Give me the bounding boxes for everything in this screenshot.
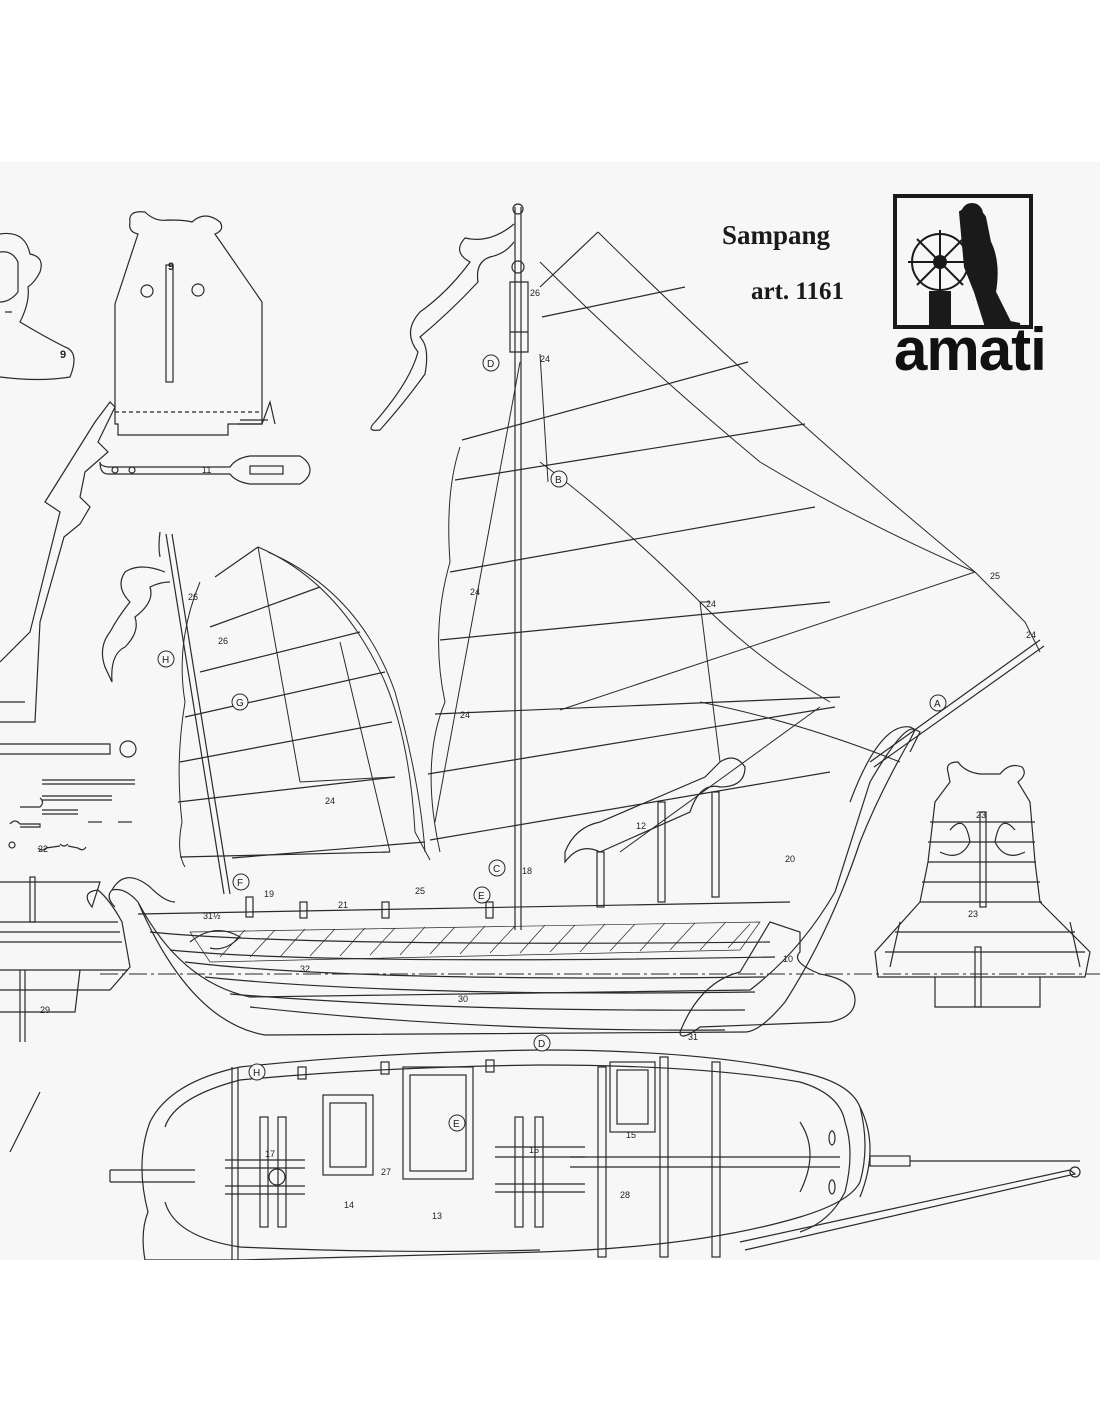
part-label: 24 xyxy=(325,796,335,806)
plan-sheet: 9 9 11 26 26 26 24 24 24 24 24 24 25 25 … xyxy=(0,162,1100,1260)
frame-part-9-left xyxy=(0,232,75,381)
callout-label: E xyxy=(478,891,485,902)
main-pennant xyxy=(370,223,515,431)
part-label: 16 xyxy=(529,1145,539,1155)
part-label: 27 xyxy=(381,1167,391,1177)
brand-logo-frame xyxy=(893,194,1033,329)
display-stand xyxy=(100,921,1100,1037)
bowsprit-boom xyxy=(869,639,1045,768)
part-number-labels: 9 9 11 26 26 26 24 24 24 24 24 24 25 25 … xyxy=(38,261,1036,1221)
model-ship-plan-drawing: 9 9 11 26 26 26 24 24 24 24 24 24 25 25 … xyxy=(0,203,1100,1260)
model-name: Sampang xyxy=(722,220,831,250)
part-label: 17 xyxy=(265,1149,275,1159)
part-label: 22 xyxy=(38,844,48,854)
part-label: 30 xyxy=(458,994,468,1004)
callout-label: D xyxy=(487,359,494,370)
callout-label: C xyxy=(493,864,500,875)
part-label: 21 xyxy=(338,900,348,910)
part-label: 26 xyxy=(530,288,540,298)
callout-label: B xyxy=(555,475,562,486)
part-label: 11 xyxy=(202,465,211,475)
deck-plan xyxy=(109,1049,1081,1260)
part-label: 24 xyxy=(470,587,480,597)
main-mast xyxy=(509,203,529,930)
part-label: 15 xyxy=(626,1130,636,1140)
callout-H: H xyxy=(157,650,175,668)
part-label: 9 xyxy=(60,349,66,361)
stern-view-left xyxy=(0,876,131,1042)
callout-label: F xyxy=(237,878,243,889)
part-label: 23 xyxy=(976,810,986,820)
hull-deck-posts xyxy=(245,726,921,919)
fore-mast xyxy=(158,531,231,895)
part-label: 12 xyxy=(636,821,646,831)
fore-sail-rigging xyxy=(178,546,431,868)
callout-label: H xyxy=(253,1068,260,1079)
part-label: 31½ xyxy=(203,911,221,921)
part-label: 25 xyxy=(990,571,1000,581)
callout-F: F xyxy=(232,873,250,891)
callout-B: B xyxy=(550,470,568,488)
part-label: 24 xyxy=(540,354,550,364)
hull-planking-hatch xyxy=(189,921,761,963)
callout-label: A xyxy=(934,699,941,710)
main-sail-battens xyxy=(427,231,841,841)
callout-C: C xyxy=(488,859,506,877)
part-label: 26 xyxy=(188,592,198,602)
part-label: 28 xyxy=(620,1190,630,1200)
small-parts-left xyxy=(0,740,137,851)
rudder-piece-left xyxy=(0,401,116,723)
part-label: 24 xyxy=(460,710,470,720)
callout-D-plan: D xyxy=(533,1034,551,1052)
callout-label: H xyxy=(162,655,169,666)
callout-E: E xyxy=(473,886,491,904)
part-label: 23 xyxy=(968,909,978,919)
callout-label: G xyxy=(236,698,244,709)
callout-E-plan: E xyxy=(448,1114,466,1132)
fore-sail-battens xyxy=(177,546,426,859)
rigging-callouts: A B C D E F G H D E H xyxy=(157,354,947,1132)
part-label: 29 xyxy=(40,1005,50,1015)
callout-D: D xyxy=(482,354,500,372)
part-label: 32 xyxy=(300,964,310,974)
bulkhead-part-9 xyxy=(114,211,276,436)
brand-logo: amati xyxy=(894,316,1047,383)
callout-A: A xyxy=(929,694,947,712)
bow-view-right xyxy=(874,761,1091,1008)
callout-label: D xyxy=(538,1039,545,1050)
part-label: 9 xyxy=(168,261,174,273)
part-label: 19 xyxy=(264,889,274,899)
part-label: 10 xyxy=(783,954,793,964)
part-label: 25 xyxy=(415,886,425,896)
part-label: 18 xyxy=(522,866,532,876)
rudder-fragment xyxy=(9,1091,41,1153)
helmsman-wheel-icon xyxy=(908,203,1021,325)
part-label: 31 xyxy=(688,1032,698,1042)
article-number: art. 1161 xyxy=(751,278,845,305)
fore-pennant xyxy=(101,566,171,683)
part-label: 24 xyxy=(706,599,716,609)
callout-G: G xyxy=(231,693,249,711)
hull-profile xyxy=(108,728,916,1036)
part-label: 26 xyxy=(218,636,228,646)
part-label: 14 xyxy=(344,1200,354,1210)
callout-H-plan: H xyxy=(248,1063,266,1081)
part-label: 24 xyxy=(1026,630,1036,640)
main-sail-rigging xyxy=(430,231,1041,853)
part-label: 13 xyxy=(432,1211,442,1221)
part-label: 20 xyxy=(785,854,795,864)
tiller-part-11 xyxy=(99,455,311,485)
callout-label: E xyxy=(453,1119,460,1130)
